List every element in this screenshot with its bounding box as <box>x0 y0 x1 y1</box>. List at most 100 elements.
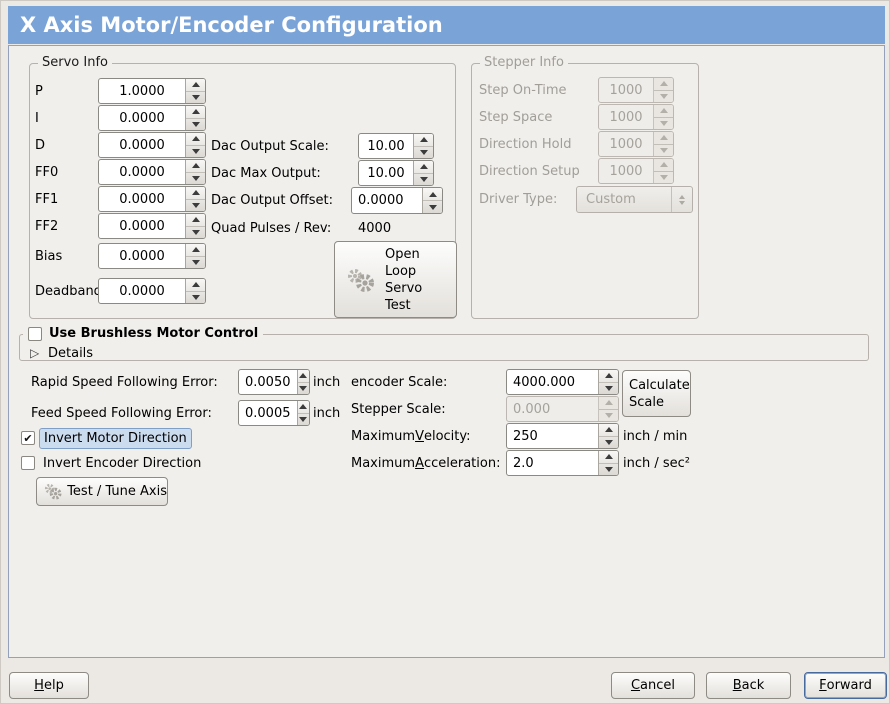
invert-encoder-label[interactable]: Invert Encoder Direction <box>43 455 202 471</box>
invert-motor-checkbox[interactable] <box>21 431 35 445</box>
step-space-label: Step Space <box>479 109 553 125</box>
p-spin-buttons[interactable] <box>185 79 205 103</box>
dac-max-output-spinbox[interactable]: 10.00 <box>358 160 434 186</box>
i-label: I <box>35 110 39 126</box>
feed-following-error-spinbox[interactable]: 0.0005 <box>238 400 310 426</box>
spin-down-icon[interactable] <box>414 172 433 186</box>
brushless-frame <box>19 334 869 361</box>
spin-down-icon[interactable] <box>599 462 618 476</box>
spin-up-icon <box>654 105 673 117</box>
spin-up-icon[interactable] <box>414 161 433 173</box>
ff1-spin-buttons[interactable] <box>185 187 205 211</box>
details-expander-arrow-icon[interactable]: ▷ <box>30 345 40 360</box>
spin-down-icon[interactable] <box>186 225 205 239</box>
spin-up-icon[interactable] <box>186 244 205 256</box>
deadband-spinbox[interactable]: 0.0000 <box>98 278 206 304</box>
spin-up-icon[interactable] <box>186 79 205 91</box>
driver-type-dropdown: Custom <box>576 186 693 213</box>
spin-down-icon[interactable] <box>186 290 205 304</box>
spin-down-icon[interactable] <box>186 90 205 104</box>
invert-encoder-checkbox[interactable] <box>21 456 35 470</box>
dac-output-scale-spinbox[interactable]: 10.00 <box>358 133 434 159</box>
rapid-spin-buttons[interactable] <box>296 370 310 395</box>
dac-max-output-label: Dac Max Output: <box>211 165 321 181</box>
spin-down-icon <box>599 408 618 422</box>
spin-up-icon <box>654 78 673 90</box>
spin-down-icon[interactable] <box>186 198 205 212</box>
spin-up-icon[interactable] <box>599 451 618 463</box>
bias-spin-buttons[interactable] <box>185 244 205 268</box>
brushless-checkbox-row[interactable]: Use Brushless Motor Control <box>23 325 264 342</box>
spin-down-icon <box>654 143 673 157</box>
feed-spin-buttons[interactable] <box>296 401 310 426</box>
spin-up-icon[interactable] <box>186 160 205 172</box>
encoder-scale-spinbox[interactable]: 4000.000 <box>506 369 619 395</box>
i-spinbox[interactable]: 0.0000 <box>98 105 206 131</box>
ff2-spinbox[interactable]: 0.0000 <box>98 213 206 239</box>
spin-up-icon[interactable] <box>298 370 310 382</box>
step-space-spin-buttons <box>653 105 673 129</box>
spin-down-icon[interactable] <box>297 381 309 395</box>
spin-down-icon[interactable] <box>414 145 433 159</box>
spin-up-icon[interactable] <box>186 106 205 118</box>
ff1-spinbox[interactable]: 0.0000 <box>98 186 206 212</box>
invert-motor-label[interactable]: Invert Motor Direction <box>39 428 192 449</box>
step-on-time-spinbox: 1000 <box>598 77 674 103</box>
dac-output-offset-spinbox[interactable]: 0.0000 <box>351 187 443 214</box>
spin-up-icon[interactable] <box>414 134 433 146</box>
max-velocity-spin-buttons[interactable] <box>598 424 618 448</box>
use-brushless-checkbox[interactable] <box>28 326 42 341</box>
i-spin-buttons[interactable] <box>185 106 205 130</box>
dac-output-offset-label: Dac Output Offset: <box>211 192 333 208</box>
servo-info-frame: Servo Info <box>29 55 456 319</box>
spin-down-icon[interactable] <box>186 255 205 269</box>
rapid-following-error-spinbox[interactable]: 0.0050 <box>238 369 310 395</box>
details-label[interactable]: Details <box>48 345 94 361</box>
ff0-label: FF0 <box>35 164 59 180</box>
encoder-scale-spin-buttons[interactable] <box>598 370 618 394</box>
max-accel-spin-buttons[interactable] <box>598 451 618 475</box>
quad-pulses-value: 4000 <box>358 220 392 236</box>
spin-down-icon[interactable] <box>599 381 618 395</box>
calculate-scale-button[interactable]: Calculate Scale <box>622 370 691 417</box>
spin-up-icon[interactable] <box>186 187 205 199</box>
spin-up-icon[interactable] <box>186 279 205 291</box>
ff0-spin-buttons[interactable] <box>185 160 205 184</box>
spin-down-icon[interactable] <box>186 144 205 158</box>
spin-up-icon[interactable] <box>423 188 442 200</box>
p-spinbox[interactable]: 1.0000 <box>98 78 206 104</box>
d-spin-buttons[interactable] <box>185 133 205 157</box>
spin-up-icon[interactable] <box>186 133 205 145</box>
dac-output-scale-spin-buttons[interactable] <box>413 134 433 158</box>
spin-up-icon[interactable] <box>599 424 618 436</box>
max-accel-spinbox[interactable]: 2.0 <box>506 450 619 476</box>
max-accel-unit-label: inch / sec² <box>623 455 691 471</box>
test-tune-axis-button[interactable]: Test / Tune Axis <box>36 477 168 506</box>
spin-up-icon[interactable] <box>298 401 310 413</box>
spin-down-icon[interactable] <box>186 117 205 131</box>
bias-spinbox[interactable]: 0.0000 <box>98 243 206 269</box>
ff2-spin-buttons[interactable] <box>185 214 205 238</box>
max-velocity-spinbox[interactable]: 250 <box>506 423 619 449</box>
dac-output-offset-spin-buttons[interactable] <box>422 188 442 213</box>
direction-hold-label: Direction Hold <box>479 136 572 152</box>
d-spinbox[interactable]: 0.0000 <box>98 132 206 158</box>
open-loop-servo-test-button[interactable]: Open Loop Servo Test <box>334 241 457 318</box>
spin-up-icon[interactable] <box>186 214 205 226</box>
feed-unit-label: inch <box>313 405 341 421</box>
spin-down-icon[interactable] <box>423 200 442 213</box>
spin-up-icon <box>654 132 673 144</box>
spin-up-icon[interactable] <box>599 370 618 382</box>
bias-label: Bias <box>35 248 63 264</box>
spin-down-icon[interactable] <box>186 171 205 185</box>
dac-max-output-spin-buttons[interactable] <box>413 161 433 185</box>
spin-down-icon[interactable] <box>599 435 618 449</box>
ff0-spinbox[interactable]: 0.0000 <box>98 159 206 185</box>
spin-down-icon[interactable] <box>297 412 309 426</box>
deadband-spin-buttons[interactable] <box>185 279 205 303</box>
use-brushless-label[interactable]: Use Brushless Motor Control <box>49 326 259 341</box>
